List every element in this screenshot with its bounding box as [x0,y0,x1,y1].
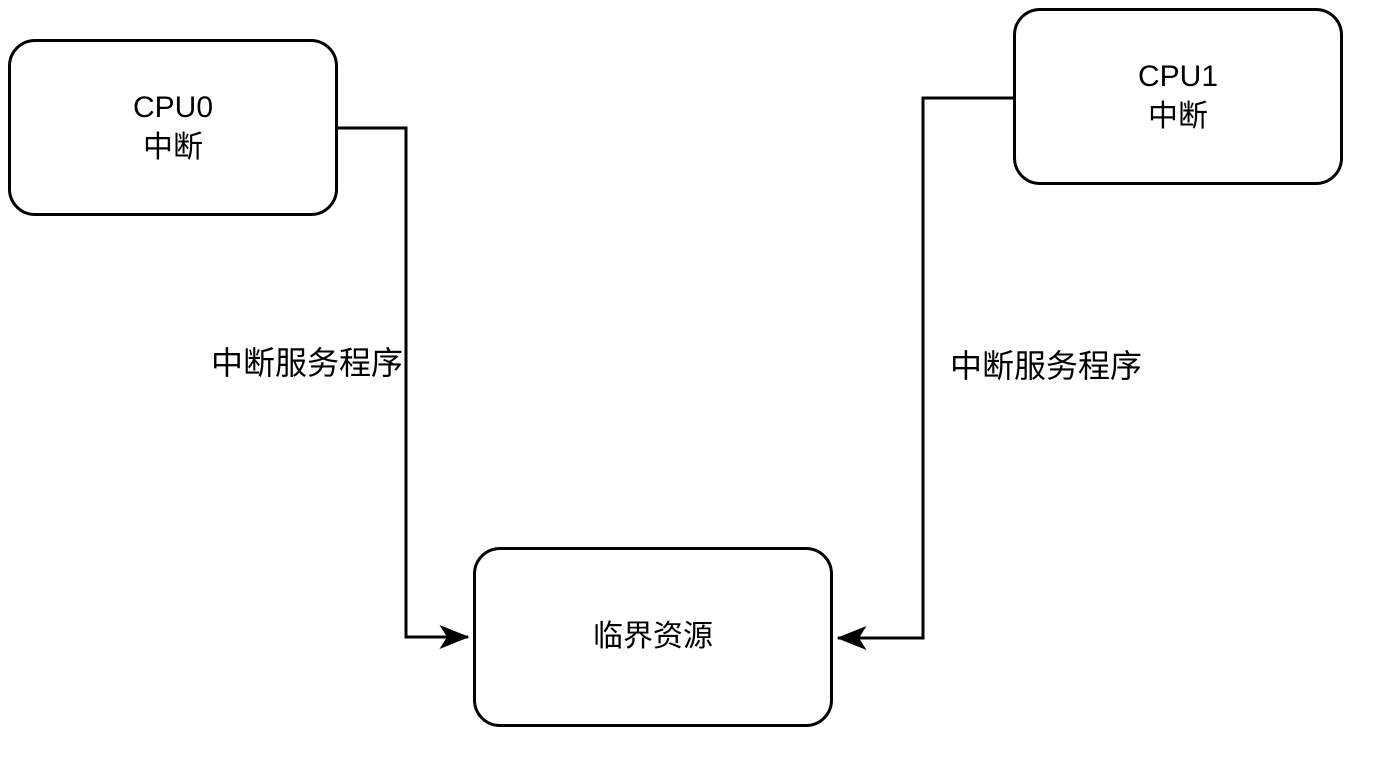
edge-label-cpu0-isr: 中断服务程序 [185,344,403,382]
node-cpu0-title: CPU0 [132,90,214,124]
node-cpu1: CPU1 中断 [1013,8,1343,185]
node-cpu0: CPU0 中断 [8,39,338,216]
node-critical-resource-label: 临界资源 [593,620,713,653]
node-cpu1-subtitle: 中断 [1148,99,1208,133]
edge-label-cpu1-isr: 中断服务程序 [950,347,1143,385]
node-cpu1-title: CPU1 [1137,59,1219,93]
edge-cpu0-to-resource [338,126,470,649]
node-critical-resource: 临界资源 [473,547,833,727]
node-cpu0-subtitle: 中断 [143,130,203,164]
